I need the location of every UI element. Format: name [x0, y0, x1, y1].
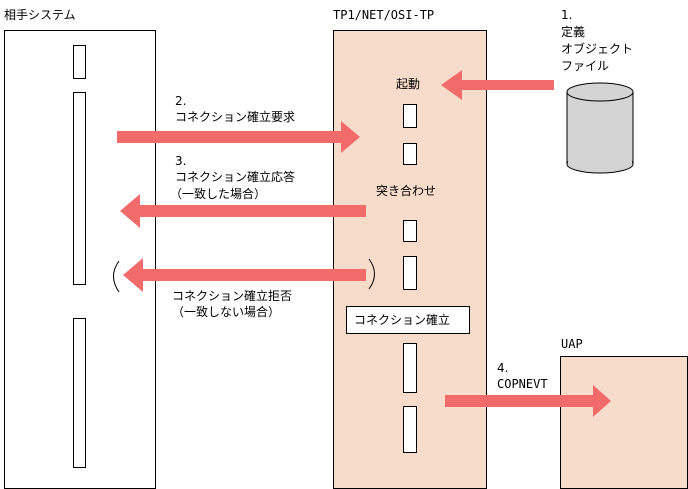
- response-arrow: [120, 194, 366, 228]
- startup-label: 起動: [396, 77, 421, 91]
- reject-right-paren: [368, 258, 375, 290]
- tp-label: TP1/NET/OSI-TP: [333, 8, 435, 22]
- tp-bar-5: [403, 343, 417, 393]
- uap-event-label: COPNEVT: [497, 377, 548, 391]
- object-file-cylinder-icon: [566, 82, 634, 174]
- partner-bar-2: [73, 92, 86, 285]
- object-file-line1: 定義: [561, 25, 586, 39]
- object-file-step: 1.: [561, 8, 573, 22]
- object-file-line3: ファイル: [561, 59, 610, 73]
- request-step: 2.: [175, 94, 187, 108]
- tp-bar-1: [403, 104, 417, 128]
- tp-bar-4: [403, 256, 417, 290]
- uap-step: 4.: [497, 361, 509, 375]
- tp-bar-3: [403, 220, 417, 242]
- tp-bar-2: [403, 143, 417, 165]
- connection-established-label: コネクション確立: [354, 313, 451, 327]
- reject-arrow: [123, 258, 366, 292]
- startup-arrow: [441, 70, 554, 100]
- partner-system-label: 相手システム: [4, 8, 76, 22]
- partner-bar-1: [73, 45, 86, 79]
- response-label: コネクション確立応答: [175, 170, 296, 184]
- reject-label: コネクション確立拒否: [172, 289, 293, 303]
- tp-bar-6: [403, 406, 417, 453]
- uap-event-arrow: [445, 385, 611, 417]
- request-label: コネクション確立要求: [175, 110, 296, 124]
- reject-left-paren: [113, 260, 120, 293]
- response-note: （一致した場合）: [170, 187, 267, 201]
- partner-bar-3: [73, 318, 86, 468]
- request-arrow: [117, 121, 360, 153]
- connection-established-box: コネクション確立: [346, 306, 470, 334]
- uap-label: UAP: [561, 337, 583, 351]
- reject-note: （一致しない場合）: [172, 305, 281, 319]
- uap-box: [560, 356, 688, 489]
- match-label: 突き合わせ: [376, 184, 437, 198]
- response-step: 3.: [175, 154, 187, 168]
- object-file-line2: オブジェクト: [561, 42, 634, 56]
